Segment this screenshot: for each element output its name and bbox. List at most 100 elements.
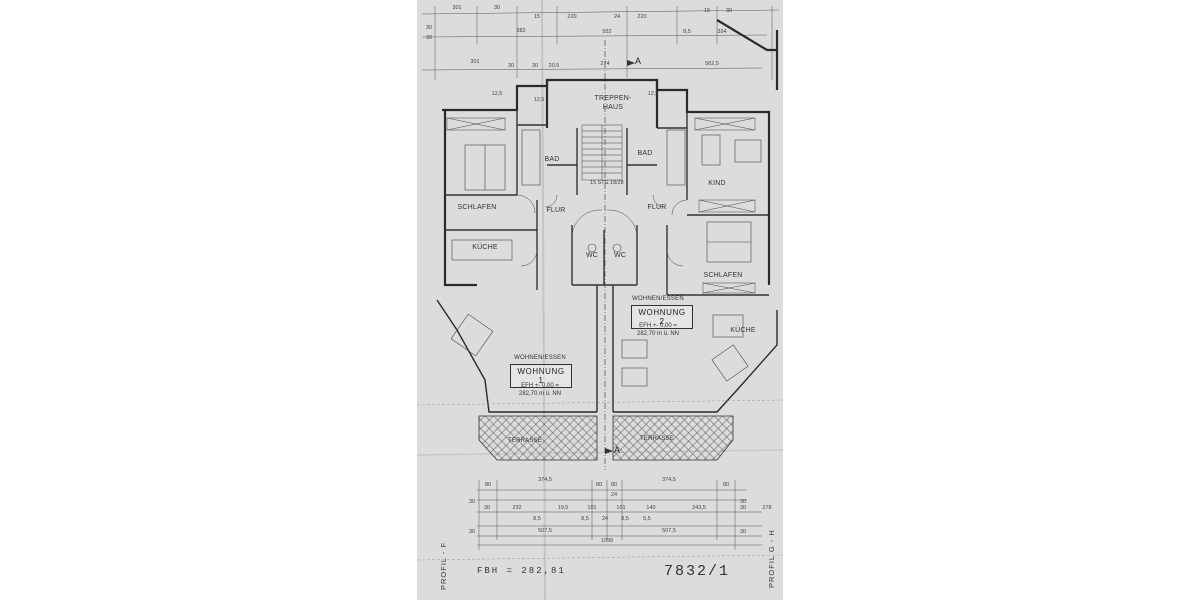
dim-label: 30 <box>483 505 491 511</box>
dim-label: 382 <box>516 28 526 34</box>
room-label-bad: BAD <box>637 150 653 157</box>
dim-label: 30 <box>725 8 733 14</box>
dim-label-total: 1099 <box>600 538 614 544</box>
inner-walls <box>445 110 769 296</box>
room-label-treppenhaus: TREPPEN- <box>594 95 632 102</box>
dim-label: 5,5 <box>643 516 651 522</box>
unit-name: WOHNUNG 2 <box>638 308 686 326</box>
dim-label: 220 <box>567 14 577 20</box>
profile-label-right: PROFIL G - H <box>767 529 776 588</box>
dim-label: 30 <box>739 529 747 535</box>
dim-label: 507,5 <box>538 528 552 534</box>
dim-label: 30 <box>468 499 476 505</box>
dim-label: 80 <box>595 482 603 488</box>
room-label-terrasse: TERRASSE <box>640 436 674 442</box>
dim-label: 374,5 <box>662 477 676 483</box>
room-label-treppenhaus: HAUS <box>602 104 624 111</box>
dim-label: 15 <box>533 14 541 20</box>
dim-label: 374,5 <box>538 477 552 483</box>
unit-efh: EFH +- 0,00 = <box>521 383 559 389</box>
bay-outlines <box>436 285 778 413</box>
unit-room-label: WOHNEN/ESSEN <box>632 296 684 302</box>
dim-label: 12,5 <box>533 97 545 103</box>
section-marker-bottom: A <box>614 445 621 455</box>
dim-label: 243,5 <box>692 505 706 511</box>
staircase <box>581 124 623 181</box>
outer-walls <box>442 19 779 287</box>
dim-label: 507,5 <box>662 528 676 534</box>
room-label-wc: WC <box>585 252 599 259</box>
dim-label: 24 <box>610 492 618 498</box>
room-label-kueche: KÜCHE <box>472 244 498 251</box>
dim-label: 30 <box>468 529 476 535</box>
door-swings <box>516 194 688 267</box>
terrace-right-paving <box>612 415 734 461</box>
dim-label: 394 <box>717 29 727 35</box>
unit-elevation: 282,70 m ü. NN <box>636 331 680 337</box>
dim-label: 12,5 <box>647 91 659 97</box>
dim-label: 301 <box>470 59 480 65</box>
profile-lines <box>417 399 783 561</box>
room-label-schlafen: SCHLAFEN <box>457 204 497 211</box>
paper-fold-line <box>541 0 546 600</box>
dim-label: 20,5 <box>548 63 560 69</box>
dim-label: 80 <box>610 482 618 488</box>
dim-label: 30 <box>531 63 539 69</box>
floor-level-label: FBH = 282,81 <box>477 566 566 576</box>
dim-label: 80 <box>722 482 730 488</box>
dim-label: 30 <box>739 505 747 511</box>
floor-plan-drawing <box>417 0 783 600</box>
unit-room-label: WOHNEN/ESSEN <box>514 355 566 361</box>
dim-label: 552 <box>602 29 612 35</box>
dim-label: 140 <box>646 505 656 511</box>
unit-name: WOHNUNG 1 <box>517 367 565 385</box>
plan-sheet: 30 301 30 15 220 24 220 15 30 30 382 552… <box>417 0 783 600</box>
section-arrow-bottom <box>605 448 613 454</box>
dim-label: 274 <box>600 61 610 67</box>
profile-label-left: PROFIL - F <box>439 541 448 590</box>
dim-label: 24 <box>601 516 609 522</box>
drawing-number: 7832/1 <box>664 563 731 580</box>
bottom-dimension-lines <box>477 480 762 550</box>
dim-label: 8,5 <box>621 516 629 522</box>
room-label-wc: WC <box>613 252 627 259</box>
window-hatch <box>446 117 756 294</box>
section-marker-top: A <box>635 56 642 66</box>
top-dimension-lines <box>421 6 780 80</box>
dim-label: 30 <box>507 63 515 69</box>
room-label-kueche: KÜCHE <box>730 327 756 334</box>
paper-fold-line <box>417 449 783 456</box>
dim-label: 232 <box>512 505 522 511</box>
unit-name-box: WOHNUNG 1 <box>510 364 572 388</box>
dim-label: 101 <box>587 505 597 511</box>
room-label-bad: BAD <box>544 156 560 163</box>
dim-label: 301 <box>452 5 462 11</box>
terrace-left-paving <box>478 415 598 461</box>
dim-label: 19,5 <box>557 505 569 511</box>
dim-label: 101 <box>616 505 626 511</box>
furniture <box>450 129 762 387</box>
room-label-kind: KIND <box>708 180 726 187</box>
room-label-flur: FLUR <box>546 207 566 214</box>
dim-label: 30 <box>493 5 501 11</box>
dim-label: 15 <box>703 8 711 14</box>
dim-label: 12,5 <box>491 91 503 97</box>
dim-label: 30 <box>739 499 747 505</box>
dim-label: 278 <box>762 505 772 511</box>
room-label-schlafen: SCHLAFEN <box>703 272 743 279</box>
stair-note: 15 STG.18/28 <box>590 180 624 186</box>
dim-label: 8,5 <box>581 516 589 522</box>
dim-label: 8,5 <box>683 29 691 35</box>
room-label-flur: FLUR <box>647 204 667 211</box>
unit-name-box: WOHNUNG 2 <box>631 305 693 329</box>
section-arrow-top <box>627 60 635 66</box>
unit-efh: EFH +- 0,00 = <box>639 323 677 329</box>
unit-elevation: 282,70 m ü. NN <box>518 391 562 397</box>
dim-label: 220 <box>637 14 647 20</box>
room-label-terrasse: TERRASSE <box>508 438 542 444</box>
dim-label: 30 <box>425 35 433 41</box>
dim-label: 30 <box>425 25 433 31</box>
dim-label: 80 <box>484 482 492 488</box>
dim-label: 562,5 <box>705 61 719 67</box>
dim-label: 8,5 <box>533 516 541 522</box>
